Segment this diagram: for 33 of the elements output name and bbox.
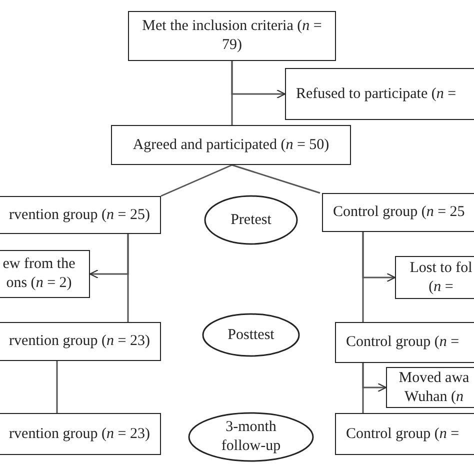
process-box [285, 68, 474, 120]
box-text: Pretest [230, 210, 272, 230]
box-text: Control group (n = [346, 424, 460, 444]
process-box [386, 367, 474, 408]
box-text: Met the inclusion criteria (n = 79) [141, 17, 323, 55]
box-text: Refused to participate (n = [296, 84, 456, 104]
box-text: Posttest [228, 326, 274, 344]
process-box [0, 322, 161, 361]
connector-line [232, 164, 320, 194]
box-text: ew from the ons (n = 2) [2, 255, 76, 293]
process-box [0, 413, 161, 455]
box-text: Agreed and participated (n = 50) [132, 136, 330, 154]
connector-line [56, 361, 58, 413]
box-text: Lost to fol (n = [408, 258, 474, 296]
connector-line [362, 363, 364, 413]
process-box [335, 322, 474, 363]
box-text: rvention group (n = 23) [9, 332, 150, 351]
process-box [395, 256, 474, 299]
connector-line [160, 164, 232, 197]
connector-line [362, 232, 364, 322]
box-text: rvention group (n = 23) [9, 424, 150, 444]
connector-line [231, 61, 233, 125]
process-box [111, 125, 351, 165]
box-text: Control group (n = 25 [333, 203, 465, 222]
box-text: rvention group (n = 25) [9, 206, 150, 224]
process-box [0, 196, 161, 234]
process-box [335, 413, 474, 455]
box-text: Moved awa Wuhan (n [398, 368, 470, 406]
box-text: Control group (n = [346, 333, 460, 352]
box-text: 3-month follow-up [220, 418, 282, 456]
process-box [322, 193, 474, 232]
connector-line [127, 234, 129, 322]
process-box [128, 11, 336, 61]
